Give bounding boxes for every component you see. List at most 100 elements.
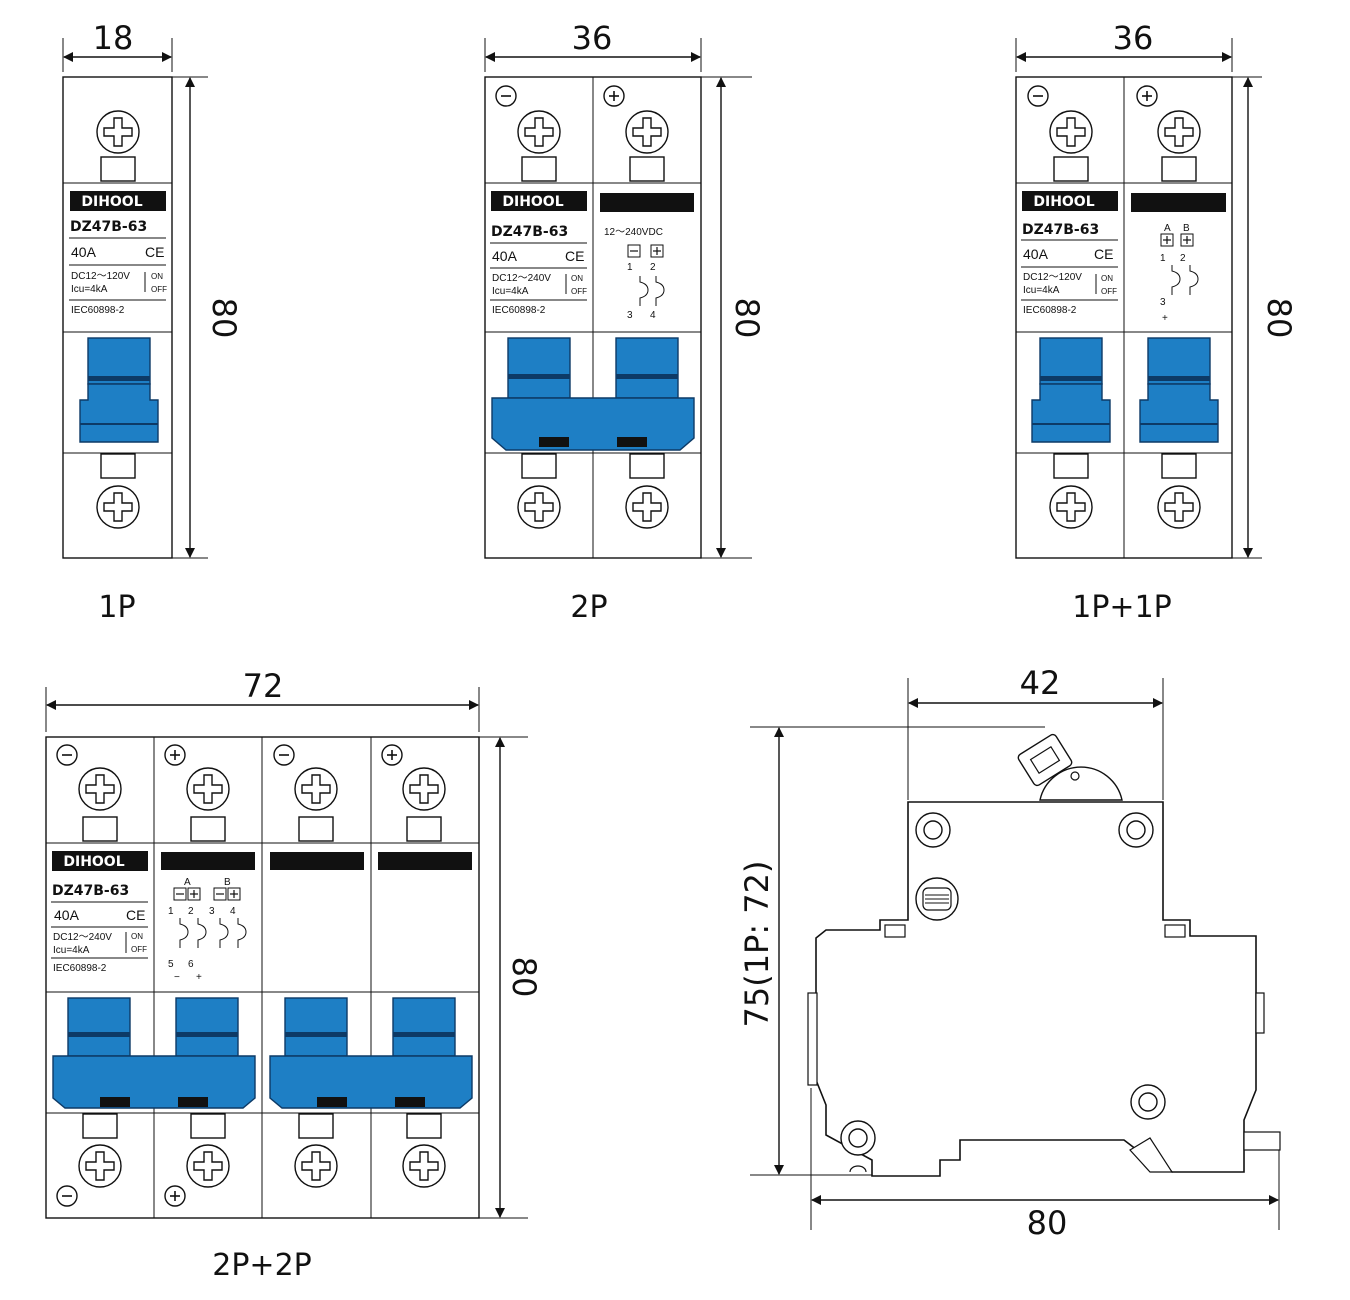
plus-icon [164,1185,186,1207]
terminal-1-label: 1 [168,906,174,917]
toggle-lever [1017,733,1073,787]
terminal-2-label: 2 [650,262,656,273]
on-label: ON [151,272,163,281]
tie-bar [52,1055,256,1109]
view-2p-2p: DIHOOL DZ47B-63 40A CE DC12～240V Icu=4kA… [45,667,543,1283]
standard-label: IEC60898-2 [1023,305,1077,316]
terminal-5-label: 5 [168,959,174,970]
tie-bar [269,1055,473,1109]
plus-icon [164,744,186,766]
width-dimension: 36 [1113,19,1154,57]
minus-label: − [174,972,180,983]
terminal-6-label: 6 [188,959,194,970]
brand-logo: DIHOOL [502,194,563,210]
terminal-2-label: 2 [188,906,194,917]
pole-a-label: A [1164,223,1171,234]
standard-label: IEC60898-2 [53,963,107,974]
on-label: ON [571,274,583,283]
icu-label: Icu=4kA [71,284,108,295]
terminal-2-label: 2 [1180,253,1186,264]
voltage-label: DC12～240V [53,932,112,943]
pole-a-label: A [184,877,191,888]
off-label: OFF [1101,287,1117,296]
screw-icon [96,485,140,529]
terminal-4-label: 4 [650,310,656,321]
brand-plate [70,191,166,211]
view-1p: DIHOOL DZ47B-63 40A CE DC12～120V Icu=4kA… [62,19,243,625]
off-label: OFF [571,287,587,296]
plus-label: + [1162,313,1168,324]
blank-plate [600,193,694,212]
view-1p-1p: DIHOOL DZ47B-63 40A CE DC12～120V Icu=4kA… [1015,19,1298,625]
on-label: ON [1101,274,1113,283]
terminal-3-label: 3 [1160,297,1166,308]
side-body [815,801,1257,1177]
plus-icon [603,85,625,107]
voltage-label: DC12～120V [1023,272,1082,283]
caption-1p: 1P [98,590,135,625]
view-2p: DIHOOL DZ47B-63 40A CE DC12～240V Icu=4kA… [484,19,766,625]
ce-mark: CE [145,244,164,260]
model-label: DZ47B-63 [491,224,568,240]
screw-icon [96,110,140,154]
width-dimension: 72 [243,667,284,705]
depth-dimension: 42 [1020,664,1061,702]
icu-label: Icu=4kA [1023,285,1060,296]
ce-mark: CE [565,248,584,264]
brand-plate [52,851,148,871]
brand-plate [491,191,587,211]
rating-label: 40A [71,244,97,260]
model-label: DZ47B-63 [70,219,147,235]
model-label: DZ47B-63 [52,883,129,899]
standard-label: IEC60898-2 [71,305,125,316]
icu-label: Icu=4kA [492,286,529,297]
minus-icon [495,85,517,107]
minus-icon [1027,85,1049,107]
height-dimension: 80 [505,957,543,998]
rating-label: 40A [54,907,80,923]
pole-b-label: B [1183,223,1190,234]
brand-logo: DIHOOL [81,194,142,210]
plus-icon [381,744,403,766]
ce-mark: CE [126,907,145,923]
height-dimension: 80 [728,298,766,339]
standard-label: IEC60898-2 [492,305,546,316]
model-label: DZ47B-63 [1022,222,1099,238]
height-dimension: 75(1P: 72) [738,860,776,1027]
off-label: OFF [131,945,147,954]
module-voltage-label: 12～240VDC [604,227,663,238]
screw-icon [517,485,561,529]
terminal-4-label: 4 [230,906,236,917]
rating-label: 40A [1023,246,1049,262]
brand-logo: DIHOOL [1033,194,1094,210]
off-label: OFF [151,285,167,294]
minus-icon [273,744,295,766]
height-dimension: 80 [205,298,243,339]
terminal-tab [100,453,136,479]
screw-icon [625,110,669,154]
toggle-handle [79,337,159,443]
blank-plate [1131,193,1226,212]
terminal-3-label: 3 [209,906,215,917]
caption-1p-1p: 1P+1P [1072,590,1172,625]
width-dimension: 18 [93,19,134,57]
brand-plate [1022,191,1118,211]
terminal-3-label: 3 [627,310,633,321]
ce-mark: CE [1094,246,1113,262]
length-dimension: 80 [1027,1204,1068,1242]
pole-b-label: B [224,877,231,888]
width-dimension: 36 [572,19,613,57]
side-view: 42 75(1P: 72) 80 [738,664,1281,1242]
terminal-1-label: 1 [1160,253,1166,264]
icu-label: Icu=4kA [53,945,90,956]
screw-icon [517,110,561,154]
minus-icon [56,744,78,766]
plus-label: + [196,972,202,983]
caption-2p: 2P [570,590,607,625]
screw-icon [625,485,669,529]
voltage-label: DC12～120V [71,271,130,282]
plus-icon [1136,85,1158,107]
brand-logo: DIHOOL [63,854,124,870]
on-label: ON [131,932,143,941]
